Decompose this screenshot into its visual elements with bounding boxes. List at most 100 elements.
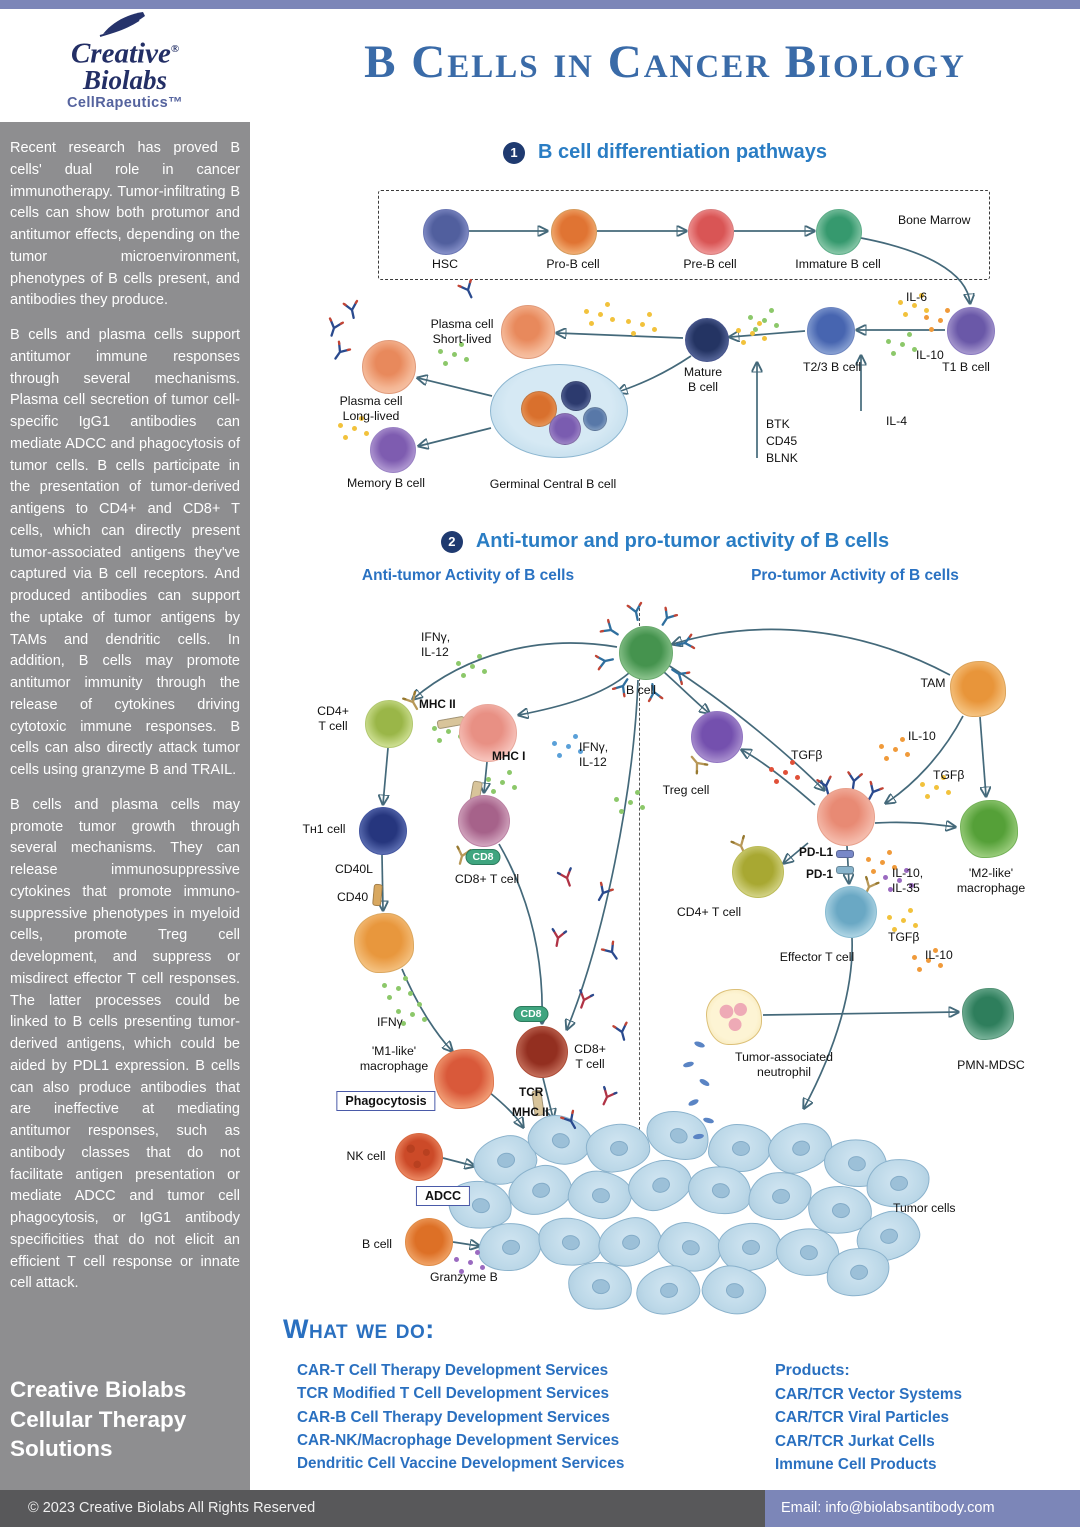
service-item: CAR-NK/Macrophage Development Services — [297, 1432, 620, 1449]
diagram-text: BLNK — [766, 451, 798, 465]
diagram-text: MHC II — [512, 1105, 549, 1119]
cytokine-dot — [598, 312, 603, 317]
cytokine-dot — [762, 318, 767, 323]
antibody-icon — [589, 879, 616, 906]
cytokine-dot — [480, 1265, 485, 1270]
bone-marrow-box — [378, 190, 990, 280]
diagram-text: Granzyme B — [430, 1270, 498, 1284]
cytokine-dot — [482, 669, 487, 674]
tumor-cell — [639, 1101, 717, 1169]
antibody-icon — [856, 874, 883, 901]
label-b-cell-top: B cell — [625, 683, 657, 697]
antibody-icon — [859, 778, 886, 805]
cytokine-dot — [753, 327, 758, 332]
diagram-text: IL-10 — [908, 729, 936, 743]
cytokine-dot — [892, 927, 897, 932]
tumor-cell — [822, 1242, 894, 1302]
cytokine-dot — [486, 777, 491, 782]
process-box: ADCC — [415, 1186, 471, 1206]
diagram-text: IL-10 — [916, 348, 944, 362]
label-treg-cell: Treg cell — [662, 783, 710, 797]
cytokine-dot — [905, 752, 910, 757]
service-item: TCR Modified T Cell Development Services — [297, 1385, 609, 1402]
cytokine-dot — [909, 883, 914, 888]
label-plasma-long: Plasma cell Long-lived — [339, 394, 403, 423]
cytokine-dot — [892, 865, 897, 870]
cell-t23-b — [807, 307, 855, 355]
cytokine-dot — [907, 332, 912, 337]
copyright-text: © 2023 Creative Biolabs All Rights Reser… — [28, 1500, 316, 1516]
cytokine-dot — [456, 661, 461, 666]
brand-product-name: CellRapeutics™ — [67, 94, 183, 111]
cytokine-dot — [886, 339, 891, 344]
label-effector-t: Effector T cell — [779, 950, 855, 964]
contact-email[interactable]: Email: info@biolabsantibody.com — [765, 1490, 1080, 1527]
tumor-cell — [566, 1259, 634, 1313]
tumor-cell — [762, 1116, 838, 1180]
cytokine-dot — [938, 318, 943, 323]
cell-cd8-t-lower — [516, 1026, 568, 1078]
cytokine-dot — [879, 744, 884, 749]
cytokine-dot — [578, 749, 583, 754]
cytokine-dot — [920, 782, 925, 787]
granule — [698, 1077, 711, 1088]
what-we-do-title: What we do: — [283, 1314, 435, 1344]
footer: © 2023 Creative Biolabs All Rights Reser… — [0, 1490, 1080, 1527]
cytokine-dot — [884, 756, 889, 761]
cytokine-dot — [883, 875, 888, 880]
cell-m2-macrophage — [960, 800, 1018, 858]
cytokine-dot — [774, 323, 779, 328]
cell-b-cell-adcc — [405, 1218, 453, 1266]
cytokine-dot — [945, 308, 950, 313]
granule — [687, 1097, 700, 1108]
cell-m1-macrophage — [434, 1049, 494, 1109]
cell-germinal-center — [490, 364, 628, 458]
product-item: Immune Cell Products — [775, 1456, 937, 1473]
cytokine-dot — [422, 1017, 427, 1022]
cytokine-dot — [626, 319, 631, 324]
tumor-cell — [632, 1261, 704, 1319]
diagram-text: PD-1 — [806, 867, 833, 881]
cytokine-dot — [925, 794, 930, 799]
cell-neutrophil — [706, 989, 762, 1045]
diagram-text: IFNγ, IL-12 — [421, 630, 451, 660]
antibody-icon — [814, 774, 838, 798]
products-title: Products: — [775, 1362, 850, 1379]
brand-name-line2: Biolabs — [82, 64, 168, 95]
antibody-icon — [450, 844, 474, 868]
service-item: CAR-B Cell Therapy Development Services — [297, 1409, 610, 1426]
cytokine-dot — [614, 797, 619, 802]
tumor-cell — [745, 1168, 815, 1224]
cytokine-dot — [338, 423, 343, 428]
sidebar: Recent research has proved B cells' dual… — [0, 122, 250, 1490]
diagram-text: IL-10, IL-35 — [892, 866, 924, 896]
cell-cd8-t-upper — [458, 795, 510, 847]
cytokine-dot — [790, 760, 795, 765]
diagram-text: Tumor cells — [893, 1201, 956, 1215]
antibody-icon — [571, 987, 597, 1013]
cytokine-dot — [605, 302, 610, 307]
diagram-text: CD40L — [335, 862, 373, 876]
cytokine-dot — [468, 1260, 473, 1265]
cytokine-dot — [557, 753, 562, 758]
cytokine-dot — [893, 747, 898, 752]
brand-logo: Creative® Biolabs CellRapeutics™ — [0, 9, 250, 122]
cytokine-dot — [401, 1021, 406, 1026]
diagram-text: IL-6 — [906, 290, 928, 304]
granule — [682, 1060, 695, 1069]
antibody-icon — [594, 1084, 621, 1111]
antibody-icon — [554, 865, 580, 891]
tumor-cell — [622, 1152, 698, 1218]
cytokine-dot — [628, 800, 633, 805]
cytokine-dot — [491, 789, 496, 794]
header: Creative® Biolabs CellRapeutics™ B Cells… — [0, 9, 1080, 122]
synapse-connector — [468, 780, 484, 806]
cell-tam — [950, 661, 1006, 717]
antibody-icon — [598, 938, 626, 966]
cytokine-dot — [880, 860, 885, 865]
cytokine-dot — [507, 770, 512, 775]
cytokine-dot — [891, 351, 896, 356]
cytokine-dot — [454, 1257, 459, 1262]
cytokine-dot — [912, 955, 917, 960]
cytokine-dot — [443, 361, 448, 366]
